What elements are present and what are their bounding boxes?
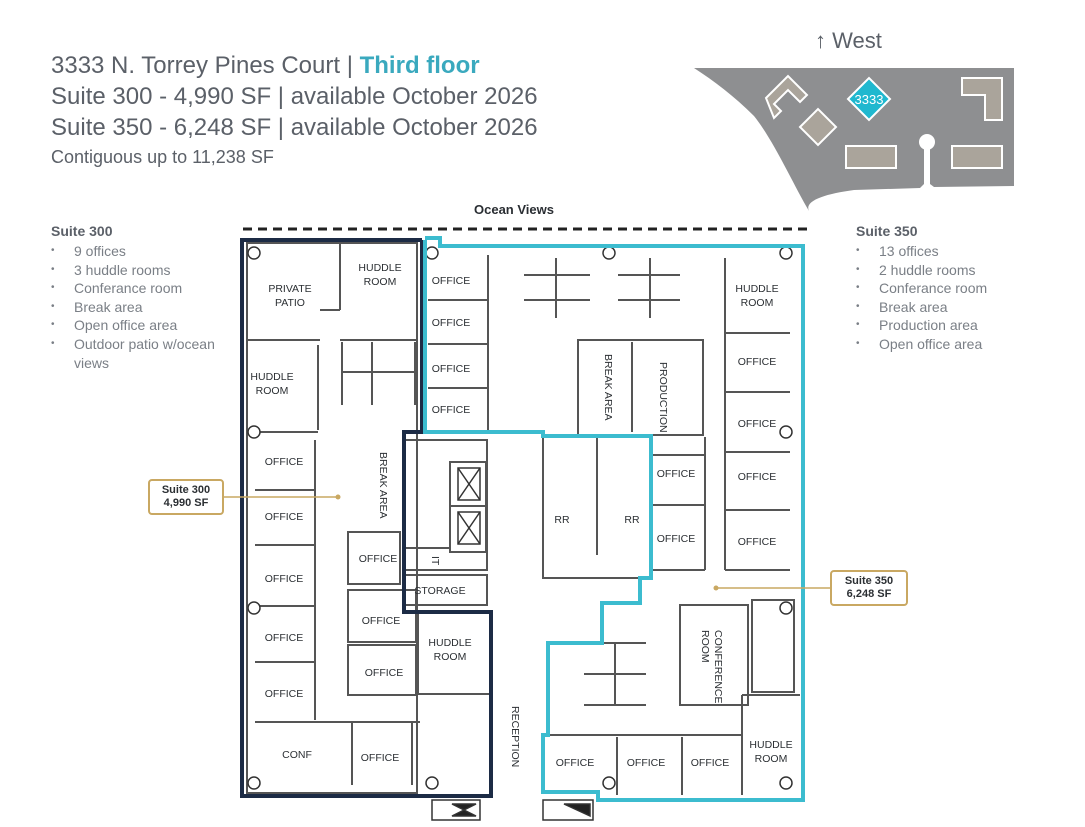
svg-text:HUDDLE: HUDDLE (250, 371, 293, 383)
svg-text:BREAK AREA: BREAK AREA (602, 354, 614, 421)
svg-text:OFFICE: OFFICE (691, 757, 730, 769)
feature-item: Open office area (856, 335, 1036, 354)
page-header: 3333 N. Torrey Pines Court | Third floor… (51, 50, 538, 168)
building-3333-label: 3333 (855, 92, 884, 107)
feature-item: Open office area (51, 316, 231, 335)
svg-text:HUDDLE: HUDDLE (749, 739, 792, 751)
feature-item: Break area (51, 298, 231, 317)
ocean-views-label: Ocean Views (474, 202, 554, 217)
svg-text:PRIVATE: PRIVATE (268, 283, 311, 295)
svg-text:OFFICE: OFFICE (265, 632, 304, 644)
svg-text:OFFICE: OFFICE (432, 363, 471, 375)
svg-text:IT: IT (429, 556, 441, 566)
svg-text:HUDDLE: HUDDLE (428, 637, 471, 649)
callout-suite-sf: 6,248 SF (846, 588, 892, 600)
svg-text:ROOM: ROOM (741, 297, 774, 309)
building-rect-2 (951, 145, 1003, 169)
suite350-callout: Suite 350 6,248 SF (830, 570, 908, 606)
svg-text:OFFICE: OFFICE (556, 757, 595, 769)
feature-item: Conferance room (51, 279, 231, 298)
svg-text:STORAGE: STORAGE (414, 585, 465, 597)
compass: ↑ West (815, 28, 882, 54)
svg-text:OFFICE: OFFICE (432, 317, 471, 329)
svg-text:HUDDLE: HUDDLE (358, 262, 401, 274)
svg-text:BREAK AREA: BREAK AREA (377, 452, 389, 519)
svg-text:OFFICE: OFFICE (432, 275, 471, 287)
svg-text:ROOM: ROOM (755, 753, 788, 765)
building-corner (961, 77, 1003, 121)
svg-text:ROOM: ROOM (256, 385, 289, 397)
suite350-boundary (423, 236, 805, 802)
address-line: 3333 N. Torrey Pines Court | Third floor (51, 50, 538, 81)
svg-text:RR: RR (624, 514, 640, 526)
svg-text:OFFICE: OFFICE (738, 356, 777, 368)
suite300-availability: Suite 300 - 4,990 SF | available October… (51, 83, 538, 110)
svg-text:OFFICE: OFFICE (738, 471, 777, 483)
building-3333-highlight (846, 76, 892, 122)
svg-text:OFFICE: OFFICE (265, 688, 304, 700)
svg-text:OFFICE: OFFICE (365, 667, 404, 679)
svg-text:ROOM: ROOM (364, 276, 397, 288)
compass-label: West (832, 28, 882, 53)
suite350-availability: Suite 350 - 6,248 SF | available October… (51, 114, 538, 141)
svg-text:OFFICE: OFFICE (657, 533, 696, 545)
svg-text:OFFICE: OFFICE (738, 418, 777, 430)
svg-text:OFFICE: OFFICE (361, 752, 400, 764)
feature-item: Break area (856, 298, 1036, 317)
suite300-boundary (240, 238, 493, 798)
callout-suite-sf: 4,990 SF (163, 497, 209, 509)
svg-text:CONF: CONF (282, 749, 312, 761)
svg-text:RECEPTION: RECEPTION (509, 706, 521, 767)
callout-suite-name: Suite 300 (161, 484, 211, 496)
svg-text:OFFICE: OFFICE (362, 615, 401, 627)
floor-label: Third floor (359, 52, 480, 79)
suite300-callout: Suite 300 4,990 SF (148, 479, 224, 515)
svg-text:OFFICE: OFFICE (432, 404, 471, 416)
building-l-shape (764, 74, 809, 120)
svg-text:HUDDLE: HUDDLE (735, 283, 778, 295)
svg-text:OFFICE: OFFICE (627, 757, 666, 769)
feature-item: Outdoor patio w/ocean views (51, 335, 231, 372)
svg-text:ROOM: ROOM (434, 651, 467, 663)
feature-item: Production area (856, 316, 1036, 335)
suite350-title: Suite 350 (856, 223, 918, 239)
svg-text:ROOM: ROOM (699, 630, 711, 663)
feature-item: 3 huddle rooms (51, 261, 231, 280)
svg-text:PRODUCTION: PRODUCTION (657, 362, 669, 433)
contiguous-note: Contiguous up to 11,238 SF (51, 147, 274, 167)
svg-text:OFFICE: OFFICE (657, 468, 696, 480)
callout-suite-name: Suite 350 (844, 575, 894, 587)
svg-text:OFFICE: OFFICE (265, 511, 304, 523)
suite350-feature-list: Suite 350 13 offices 2 huddle rooms Conf… (856, 223, 1036, 354)
feature-item: 2 huddle rooms (856, 261, 1036, 280)
address-text: 3333 N. Torrey Pines Court | (51, 52, 360, 79)
svg-text:OFFICE: OFFICE (738, 536, 777, 548)
feature-item: 13 offices (856, 242, 1036, 261)
suite300-title: Suite 300 (51, 223, 113, 239)
svg-text:CONFERENCE: CONFERENCE (712, 630, 724, 704)
svg-text:OFFICE: OFFICE (265, 456, 304, 468)
suite300-feature-list: Suite 300 9 offices 3 huddle rooms Confe… (51, 223, 231, 372)
svg-text:OFFICE: OFFICE (359, 553, 398, 565)
cul-de-sac (919, 134, 935, 150)
building-rect-1 (845, 145, 897, 169)
feature-item: Conferance room (856, 279, 1036, 298)
svg-text:OFFICE: OFFICE (265, 573, 304, 585)
svg-text:RR: RR (554, 514, 570, 526)
site-map: 3333 (694, 68, 1014, 211)
svg-text:PATIO: PATIO (275, 297, 305, 309)
building-diamond-small (798, 107, 838, 147)
feature-item: 9 offices (51, 242, 231, 261)
arrow-up-icon: ↑ (815, 28, 826, 53)
